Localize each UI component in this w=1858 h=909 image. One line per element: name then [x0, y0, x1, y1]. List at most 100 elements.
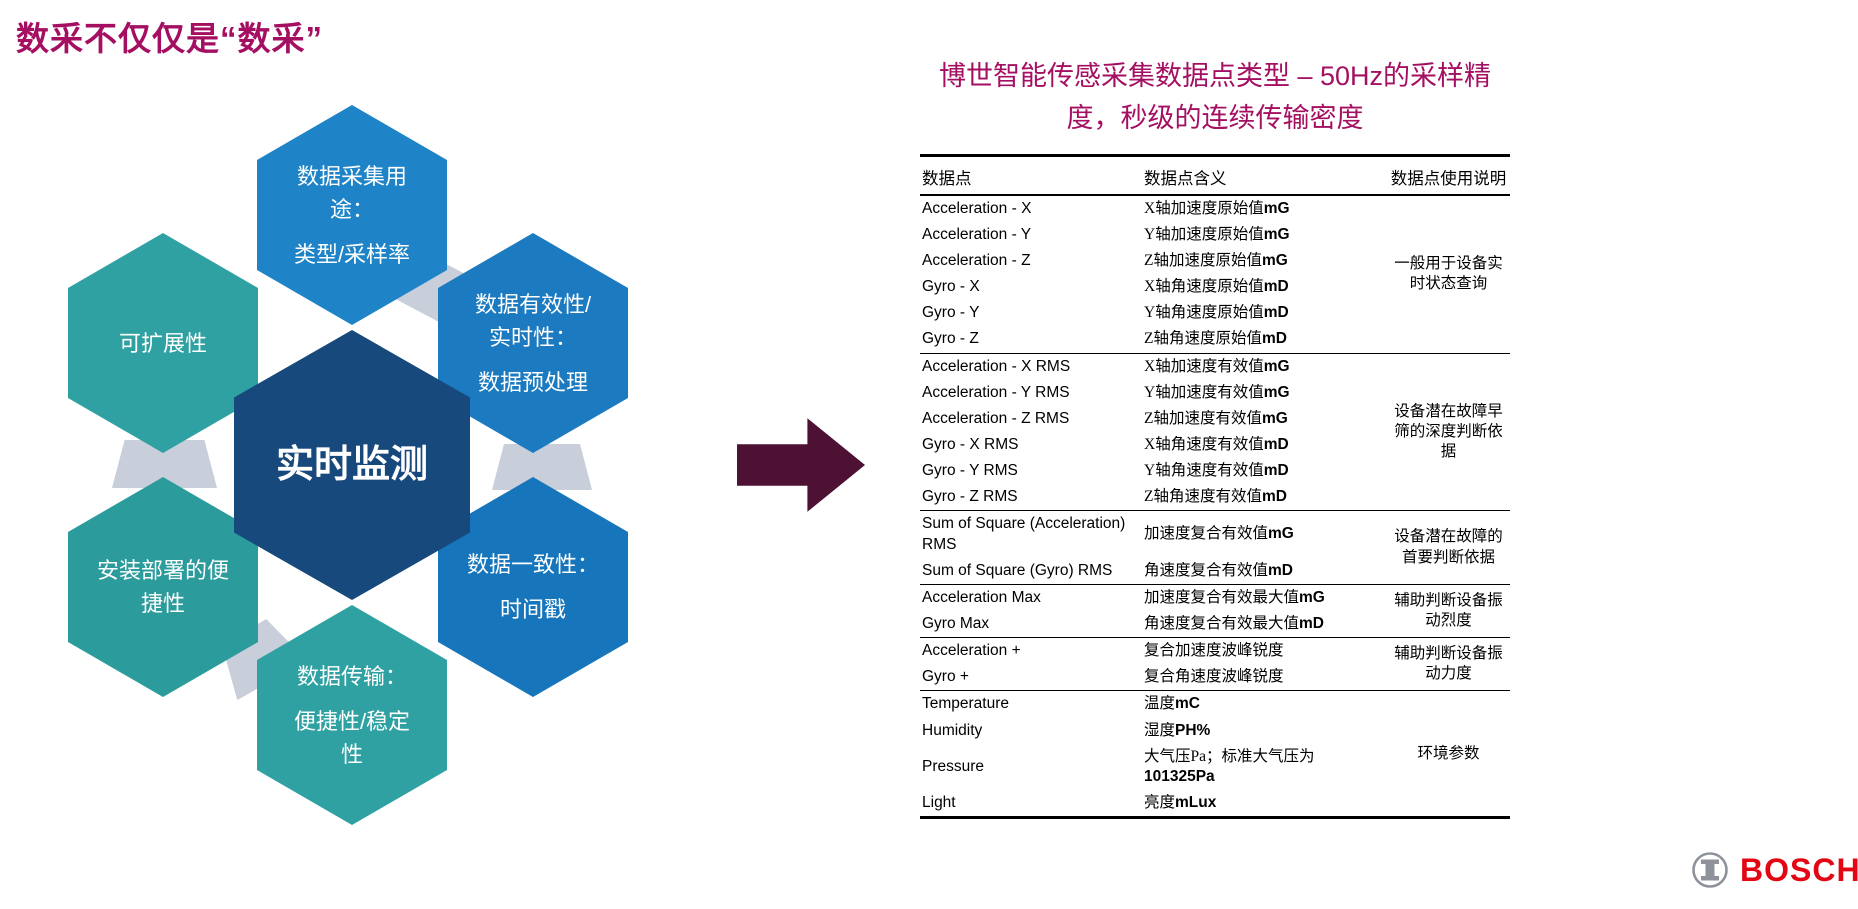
datapoint-name: Light: [920, 789, 1142, 819]
col-header-usage: 数据点使用说明: [1387, 155, 1510, 196]
table-row: Gyro - X X轴角速度原始值mD: [920, 274, 1510, 300]
datapoint-meaning: Z轴角速度原始值mD: [1142, 326, 1387, 354]
hexagon-label: 数据一致性：: [466, 552, 599, 577]
datapoint-meaning: Y轴加速度有效值mG: [1144, 383, 1290, 401]
datapoint-table-section: 博世智能传感采集数据点类型 – 50Hz的采样精 度，秒级的连续传输密度 数据点…: [920, 56, 1510, 820]
usage-note: 辅助判断设备振动烈度: [1387, 584, 1510, 639]
table-row: Acceleration + 复合加速度波峰锐度 辅助判断设备振动力度: [920, 637, 1510, 692]
hexagon-label: 数据预处理: [477, 369, 588, 395]
datapoint-name: Sum of Square (Gyro) RMS: [920, 557, 1142, 585]
datapoint-name: Acceleration - Y RMS: [922, 383, 1070, 401]
datapoint-meaning: X轴角速度原始值mD: [1144, 278, 1289, 296]
table-row: Acceleration - X RMS X轴加速度有效值mG 设备潜在故障早筛的深…: [920, 353, 1510, 512]
col-header-datapoint: 数据点: [920, 155, 1142, 196]
bosch-armature-icon: [1692, 852, 1728, 888]
datapoint-meaning: 加速度复合有效值mG: [1144, 525, 1294, 543]
bosch-wordmark: BOSCH: [1740, 851, 1858, 888]
datapoint-meaning: Y轴角速度有效值mD: [1144, 462, 1289, 480]
bosch-logo: BOSCH: [1690, 850, 1858, 890]
hexagon-label: 实时监测: [275, 443, 428, 486]
table-row: Gyro - Y Y轴角速度原始值mD: [920, 300, 1510, 326]
table-row: Acceleration - X X轴加速度原始值mG 一般用于设备实时状态查询: [920, 194, 1510, 354]
table-row: Gyro - Y RMS Y轴角速度有效值mD: [920, 458, 1510, 484]
datapoint-name: Gyro - Z RMS: [920, 484, 1142, 512]
datapoint-name: Gyro - Y RMS: [922, 462, 1018, 480]
usage-note: 设备潜在故障的首要判断依据: [1387, 510, 1510, 585]
hexagon-label: 数据有效性/实时性：: [474, 291, 592, 350]
table-row: Temperature 温度mC 环境参数: [920, 690, 1510, 819]
datapoint-name: Acceleration - Y: [922, 225, 1032, 243]
hexagon-label: 类型/采样率: [293, 241, 411, 267]
datapoint-name: Gyro - Y: [922, 304, 980, 322]
datapoint-name: Sum of Square (Acceleration) RMS: [922, 515, 1126, 553]
table-header-row: 数据点 数据点含义 数据点使用说明: [920, 155, 1510, 196]
datapoint-meaning: 加速度复合有效最大值mG: [1144, 588, 1325, 606]
hexagon-label: 便捷性/稳定性: [293, 708, 411, 767]
datapoint-name: Temperature: [922, 695, 1010, 713]
table-row: Acceleration - Y RMS Y轴加速度有效值mG: [920, 380, 1510, 406]
datapoint-meaning: 复合加速度波峰锐度: [1144, 642, 1284, 660]
datapoint-name: Gyro +: [920, 664, 1142, 692]
table-row: Sum of Square (Acceleration) RMS 加速度复合有效值…: [920, 510, 1510, 585]
hexagon-realtime-monitoring: 实时监测: [234, 330, 470, 600]
usage-note: 环境参数: [1387, 690, 1510, 819]
datapoint-meaning: Z轴加速度原始值mG: [1144, 251, 1288, 269]
table-row: Pressure 大气压Pa；标准大气压为101325Pa: [920, 744, 1510, 790]
slide-title: 数采不仅仅是“数采”: [16, 20, 323, 57]
table-row: Acceleration - Z RMS Z轴加速度有效值mG: [920, 406, 1510, 432]
table-row: Acceleration Max 加速度复合有效最大值mG 辅助判断设备振动烈度: [920, 584, 1510, 639]
usage-note: 辅助判断设备振动力度: [1387, 637, 1510, 692]
datapoint-meaning: 角速度复合有效值mD: [1142, 557, 1387, 585]
datapoint-meaning: Z轴加速度有效值mG: [1144, 409, 1288, 427]
col-header-meaning: 数据点含义: [1142, 155, 1387, 196]
datapoint-meaning: 温度mC: [1144, 695, 1200, 713]
table-row: Gyro - X RMS X轴角速度有效值mD: [920, 432, 1510, 458]
datapoint-meaning: 角速度复合有效最大值mD: [1142, 610, 1387, 639]
datapoint-meaning: X轴加速度原始值mG: [1144, 199, 1290, 217]
hexagon-scalability: 可扩展性: [68, 233, 258, 453]
datapoint-name: Acceleration - Z RMS: [922, 409, 1070, 427]
usage-note: 一般用于设备实时状态查询: [1387, 194, 1510, 354]
table-title: 博世智能传感采集数据点类型 – 50Hz的采样精 度，秒级的连续传输密度: [938, 61, 1492, 133]
datapoint-name: Humidity: [922, 721, 983, 739]
datapoint-meaning: 湿度PH%: [1144, 721, 1211, 739]
table-row: Acceleration - Z Z轴加速度原始值mG: [920, 248, 1510, 274]
datapoint-meaning: X轴角速度有效值mD: [1144, 435, 1289, 453]
datapoint-meaning: 复合角速度波峰锐度: [1142, 664, 1387, 692]
hexagon-label: 时间戳: [499, 597, 566, 622]
datapoint-meaning: Y轴加速度原始值mG: [1144, 225, 1290, 243]
hexagon-label: 可扩展性: [118, 330, 207, 356]
table-row: Humidity 湿度PH%: [920, 718, 1510, 744]
datapoint-meaning: Z轴角速度有效值mD: [1142, 484, 1387, 512]
datapoint-name: Pressure: [922, 757, 985, 775]
datapoint-name: Gyro - X RMS: [922, 435, 1019, 453]
datapoint-name: Acceleration Max: [922, 588, 1041, 606]
hexagon-label: 数据传输：: [296, 663, 407, 689]
datapoint-meaning: 大气压Pa；标准大气压为101325Pa: [1144, 747, 1315, 785]
datapoint-name: Gyro - Z: [920, 326, 1142, 354]
hexagon-label: 安装部署的便捷性: [96, 558, 229, 616]
datapoint-name: Acceleration - X RMS: [922, 357, 1071, 375]
datapoint-table: 数据点 数据点含义 数据点使用说明 Acceleration - X X轴加速度原…: [920, 153, 1510, 820]
datapoint-meaning: X轴加速度有效值mG: [1144, 357, 1290, 375]
table-row: Acceleration - Y Y轴加速度原始值mG: [920, 222, 1510, 248]
datapoint-name: Acceleration - Z: [922, 251, 1031, 269]
datapoint-name: Gyro - X: [922, 278, 980, 296]
datapoint-name: Acceleration +: [922, 642, 1021, 660]
hexagon-label: 数据采集用途：: [296, 163, 407, 222]
hexagon-deployment-convenience: 安装部署的便捷性: [68, 477, 258, 697]
datapoint-meaning: Y轴角速度原始值mD: [1144, 304, 1289, 322]
hexagon-data-transmission: 数据传输： 便捷性/稳定性: [257, 605, 447, 825]
datapoint-meaning: 亮度mLux: [1142, 789, 1387, 819]
datapoint-name: Gyro Max: [920, 610, 1142, 639]
usage-note: 设备潜在故障早筛的深度判断依据: [1387, 353, 1510, 512]
datapoint-name: Acceleration - X: [922, 199, 1032, 217]
right-arrow-icon: [737, 418, 865, 512]
